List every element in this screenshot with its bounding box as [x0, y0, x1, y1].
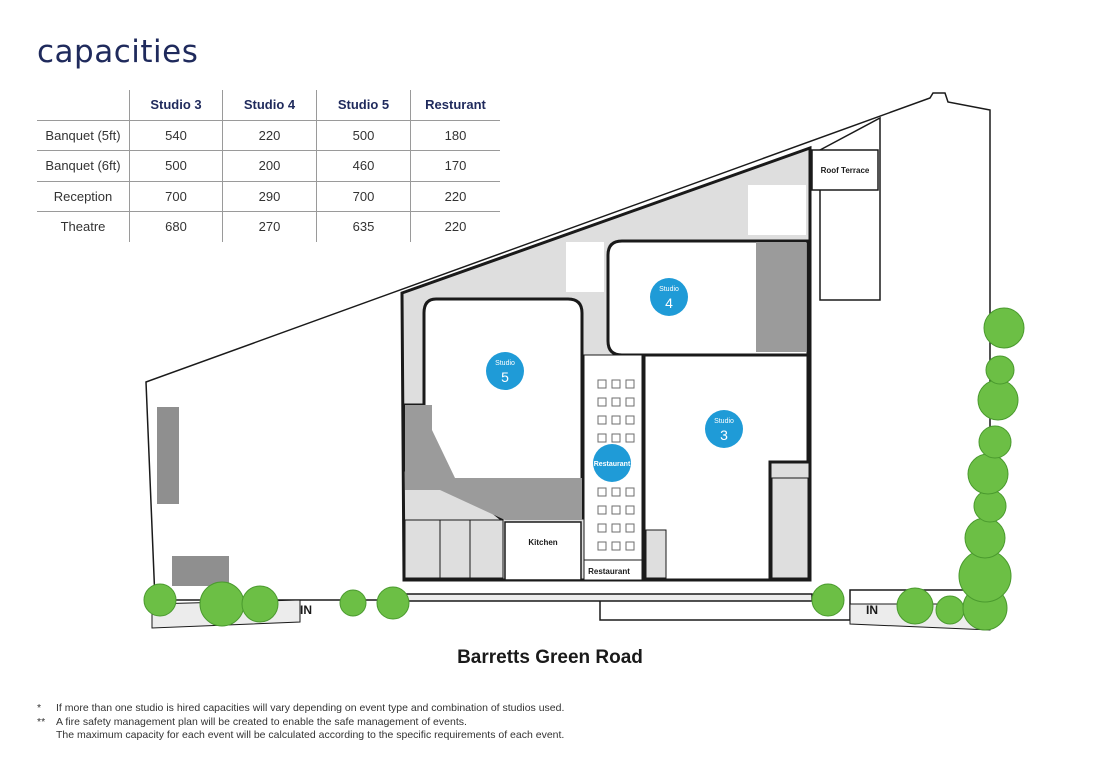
studio-4-marker-number: 4 [665, 295, 673, 311]
table-cell: 680 [129, 211, 223, 242]
tree [983, 307, 1025, 349]
row-label: Banquet (6ft) [37, 150, 130, 182]
table-header-studio-3: Studio 3 [129, 90, 223, 121]
table-row: Banquet (6ft) 500 200 460 170 [37, 150, 500, 182]
studio-5-marker-word: Studio [495, 360, 515, 367]
trees [143, 307, 1025, 631]
kitchen-room [504, 521, 582, 581]
studio-3-marker: Studio 3 [705, 410, 743, 448]
tree [896, 587, 934, 625]
table-cell: 290 [222, 181, 317, 212]
floor-plan: IN IN Roof Terrace Kitchen Restaurant St… [143, 92, 1025, 631]
footnote-1-text: If more than one studio is hired capacit… [56, 702, 565, 714]
studio-3-marker-word: Studio [714, 418, 734, 425]
tree [811, 583, 845, 617]
capacities-table: Studio 3 Studio 4 Studio 5 Resturant Ban… [37, 90, 500, 242]
stair-void [566, 242, 604, 292]
tree [241, 585, 279, 623]
table-row: Theatre 680 270 635 220 [37, 211, 500, 242]
upper-void [748, 185, 806, 235]
roof-terrace-room [811, 149, 879, 191]
tree [978, 425, 1012, 459]
restaurant-room-label: Restaurant [588, 567, 630, 576]
table-cell: 635 [316, 211, 411, 242]
pavement [399, 593, 813, 602]
studio-5-service [405, 405, 582, 520]
footnote-1: * If more than one studio is hired capaci… [37, 702, 564, 715]
studio-3-room [642, 353, 810, 582]
entrance-right-label: IN [866, 603, 878, 617]
table-row: Reception 700 290 700 220 [37, 181, 500, 212]
restaurant-marker-label: Restaurant [594, 461, 631, 468]
restaurant-marker: Restaurant [593, 444, 631, 482]
row-label: Theatre [60, 219, 106, 235]
tree [376, 586, 410, 620]
table-cell: 270 [222, 211, 317, 242]
roof-terrace-label: Roof Terrace [821, 166, 870, 175]
footnote-1-mark: * [37, 702, 42, 714]
row-label: Banquet (5ft) [37, 120, 130, 151]
table-cell: 540 [129, 120, 223, 151]
stair-core [645, 529, 667, 579]
table-cell: 220 [410, 181, 500, 212]
table-cell: 460 [316, 150, 411, 182]
tree [985, 355, 1015, 385]
roof-terrace-wing [819, 116, 881, 301]
footnote-2-line-2: The maximum capacity for each event will… [56, 729, 565, 741]
table-header-restaurant: Resturant [410, 90, 500, 121]
footnote-2-line-1: A fire safety management plan will be cr… [56, 716, 467, 728]
right-service-block [771, 477, 809, 579]
road-name: Barretts Green Road [457, 647, 643, 668]
tree [339, 589, 367, 617]
table-cell: 700 [129, 181, 223, 212]
tree [935, 595, 965, 625]
table-header-corner [37, 90, 130, 121]
tree [964, 517, 1006, 559]
entrance-left-label: IN [300, 603, 312, 617]
tree [977, 379, 1019, 421]
studio-3-marker-number: 3 [720, 427, 728, 443]
table-cell: 170 [410, 150, 500, 182]
footnote-2-continued: The maximum capacity for each event will… [37, 729, 564, 742]
restaurant-lobby [583, 559, 643, 581]
table-cell: 200 [222, 150, 317, 182]
kitchen-label: Kitchen [528, 538, 557, 547]
studio-4-marker: Studio 4 [650, 278, 688, 316]
left-outbuilding [172, 556, 229, 586]
footnote-2: ** A fire safety management plan will be … [37, 716, 467, 729]
table-header-row: Studio 3 Studio 4 Studio 5 Resturant [37, 90, 500, 121]
table-row: Banquet (5ft) 540 220 500 180 [37, 120, 500, 151]
tree [967, 453, 1009, 495]
tree [199, 581, 245, 627]
lower-left-rooms [404, 519, 504, 579]
table-cell: 500 [129, 150, 223, 182]
table-cell: 500 [316, 120, 411, 151]
studio-5-marker-number: 5 [501, 369, 509, 385]
tree [973, 489, 1007, 523]
table-cell: 220 [410, 211, 500, 242]
studio-5-marker: Studio 5 [486, 352, 524, 390]
tree [143, 583, 177, 617]
table-header-studio-5: Studio 5 [316, 90, 411, 121]
studio-4-marker-word: Studio [659, 286, 679, 293]
table-cell: 700 [316, 181, 411, 212]
left-shelter [157, 407, 179, 504]
studio-4-service [756, 242, 806, 352]
table-cell: 220 [222, 120, 317, 151]
table-header-studio-4: Studio 4 [222, 90, 317, 121]
restaurant-tables [597, 379, 635, 551]
table-cell: 180 [410, 120, 500, 151]
footnote-2-mark: ** [37, 716, 46, 728]
row-label: Reception [37, 181, 130, 212]
page-title: capacities [37, 34, 199, 70]
